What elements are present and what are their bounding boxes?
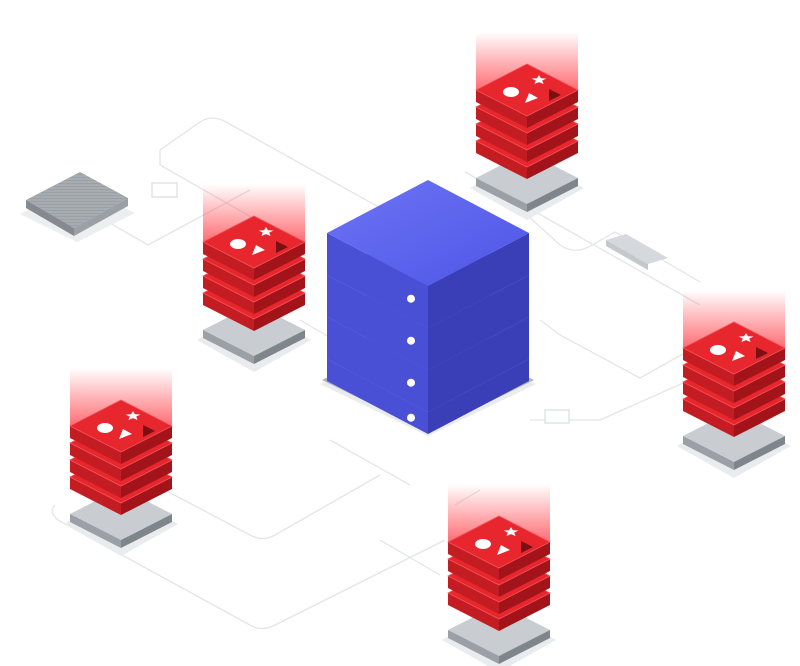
redis-cube-icon bbox=[230, 227, 288, 255]
connector-line bbox=[159, 117, 421, 231]
connector-line bbox=[329, 439, 411, 486]
connector-line bbox=[379, 539, 441, 576]
server-indicator-light bbox=[407, 378, 415, 387]
server-indicator-light bbox=[407, 336, 415, 345]
redis-node-left bbox=[197, 184, 311, 372]
connector-line bbox=[504, 194, 701, 283]
redis-nodes bbox=[64, 32, 791, 666]
redis-cube-icon bbox=[475, 527, 533, 555]
redis-cube-icon bbox=[503, 75, 561, 103]
redis-node-top bbox=[470, 32, 584, 220]
connector-line bbox=[51, 504, 446, 630]
redis-node-right bbox=[677, 290, 791, 478]
grey-bar-node bbox=[606, 234, 668, 270]
redis-node-bottom bbox=[442, 484, 556, 666]
redis-node-bottom-left bbox=[64, 368, 178, 556]
connector-line bbox=[164, 474, 381, 540]
connector-box bbox=[151, 182, 178, 198]
server-layer bbox=[327, 180, 529, 328]
redis-cube-icon bbox=[97, 411, 155, 439]
grey-block-node bbox=[20, 172, 135, 242]
connector-box bbox=[544, 409, 570, 424]
server-indicator-light bbox=[407, 294, 415, 303]
central-server bbox=[320, 180, 536, 436]
connector-line bbox=[539, 319, 691, 379]
server-indicator-light bbox=[407, 413, 415, 422]
redis-cube-icon bbox=[710, 333, 768, 361]
